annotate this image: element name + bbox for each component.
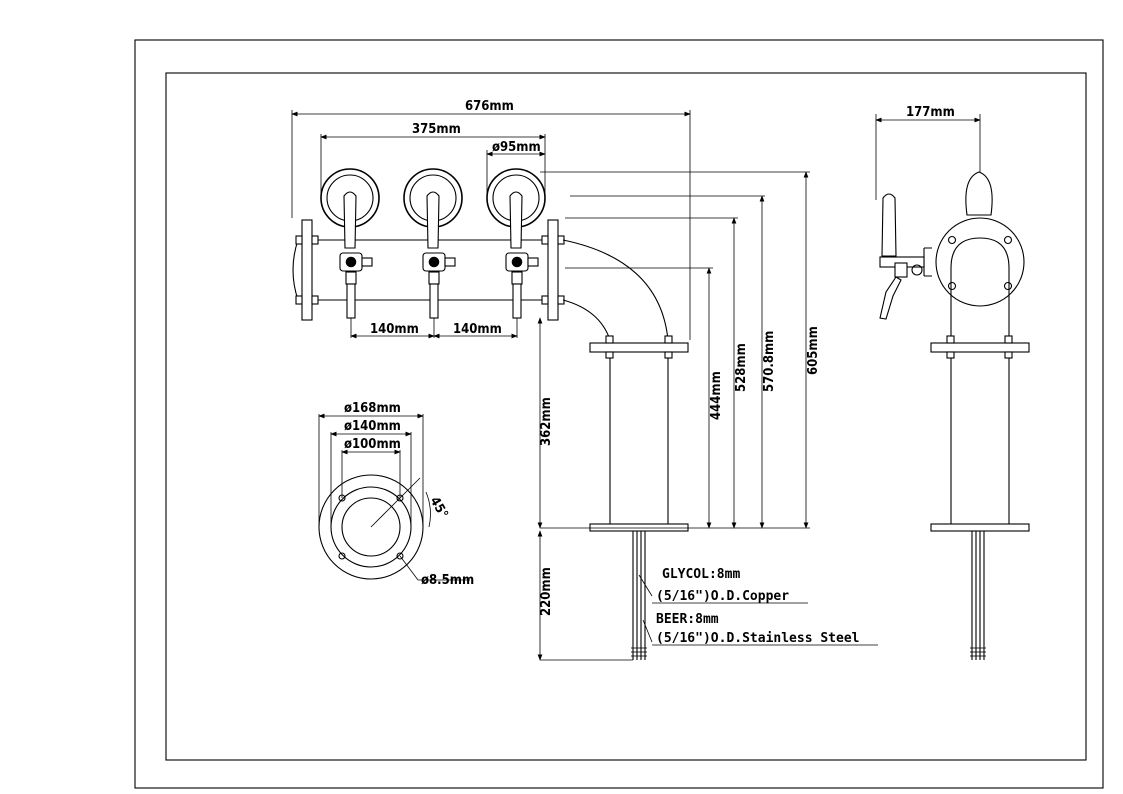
dim-overall-width: 676mm — [465, 99, 514, 114]
tap-right — [486, 168, 546, 319]
front-dimensions: 676mm 375mm ø95mm 140mm 140mm 605mm 570.… — [291, 99, 821, 661]
dim-flange-diameter: ø95mm — [492, 140, 541, 155]
inner-frame — [165, 72, 1087, 761]
tap-middle — [403, 168, 463, 319]
base-dimensions: ø168mm ø140mm ø100mm 45° ø8.5mm — [318, 401, 474, 588]
dim-depth: 177mm — [906, 105, 955, 120]
dim-height-570: 570.8mm — [762, 331, 777, 392]
tap-left — [320, 168, 380, 319]
dim-bolt-hole: ø8.5mm — [421, 573, 474, 588]
side-view — [879, 171, 1030, 660]
front-view — [292, 168, 689, 660]
dim-line-length: 220mm — [539, 567, 554, 616]
dim-height-605: 605mm — [806, 326, 821, 375]
note-beer-2: (5/16")O.D.Stainless Steel — [656, 631, 860, 646]
material-notes: GLYCOL:8mm (5/16")O.D.Copper BEER:8mm (5… — [652, 567, 878, 646]
dim-base-bolt-circle: ø140mm — [344, 419, 401, 434]
outer-frame — [134, 39, 1104, 789]
dim-base-inner: ø100mm — [344, 437, 401, 452]
dim-base-outer: ø168mm — [344, 401, 401, 416]
note-beer-1: BEER:8mm — [656, 612, 719, 627]
dim-tap-spacing-2: 140mm — [453, 322, 502, 337]
side-dimensions: 177mm — [875, 105, 981, 200]
dim-column-height: 362mm — [539, 397, 554, 446]
dim-height-444: 444mm — [709, 371, 724, 420]
dim-tap-spacing-1: 140mm — [370, 322, 419, 337]
note-glycol-2: (5/16")O.D.Copper — [656, 589, 789, 604]
dim-height-528: 528mm — [734, 343, 749, 392]
note-glycol-1: GLYCOL:8mm — [662, 567, 740, 582]
dim-tap-span: 375mm — [412, 122, 461, 137]
